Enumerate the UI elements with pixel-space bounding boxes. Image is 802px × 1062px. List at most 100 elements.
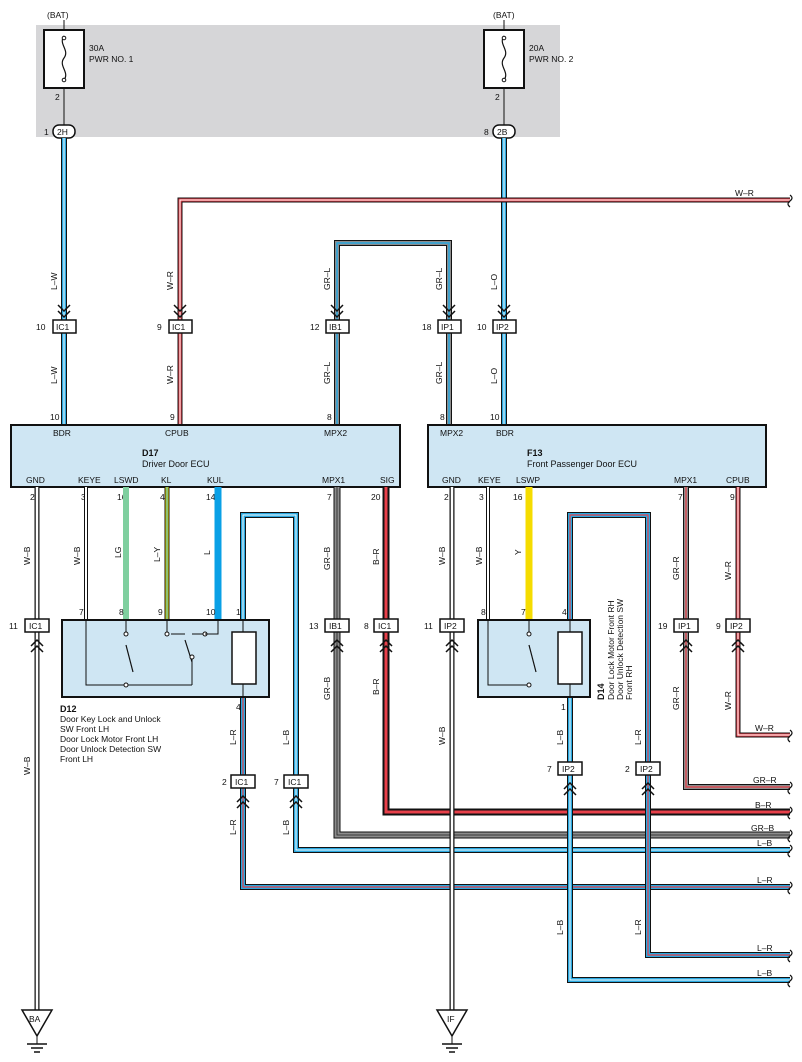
svg-text:KL: KL <box>161 475 172 485</box>
wire-label-gr-b-3: GR–B <box>751 823 774 833</box>
svg-text:4: 4 <box>562 607 567 617</box>
wire-label-w-b-1: W–B <box>22 546 32 565</box>
wire-l-b-d14 <box>567 697 790 983</box>
wire-label-gr-l-1: GR–L <box>322 268 332 290</box>
wire-l-r-d12 <box>240 697 790 890</box>
svg-text:IB1: IB1 <box>329 322 342 332</box>
fuse1-pin: 2 <box>55 92 60 102</box>
connector-ic1-low-a: IC1 2 <box>222 774 256 789</box>
pin-d17-bdr: 10 <box>50 412 60 422</box>
wire-label-l-o-1: L–O <box>489 274 499 290</box>
wire-gr-r <box>683 487 790 790</box>
svg-text:Front Passenger Door ECU: Front Passenger Door ECU <box>527 459 637 469</box>
svg-text:IP2: IP2 <box>640 764 653 774</box>
svg-text:IP2: IP2 <box>444 621 457 631</box>
svg-text:10: 10 <box>36 322 46 332</box>
svg-text:1: 1 <box>44 127 49 137</box>
svg-text:18: 18 <box>422 322 432 332</box>
connector-2h: 2H 1 <box>44 124 76 139</box>
wire-label-gr-r-2: GR–R <box>671 686 681 710</box>
wire-label-l-w-2: L–W <box>49 367 59 384</box>
wire-label-gr-b-1: GR–B <box>322 547 332 570</box>
svg-text:2: 2 <box>444 492 449 502</box>
svg-text:CPUB: CPUB <box>165 428 189 438</box>
svg-text:8: 8 <box>484 127 489 137</box>
svg-text:9: 9 <box>158 607 163 617</box>
svg-text:9: 9 <box>730 492 735 502</box>
fuse-1 <box>43 29 85 89</box>
wire-label-l-r-3: L–R <box>757 875 773 885</box>
svg-text:IC1: IC1 <box>29 621 43 631</box>
svg-text:11: 11 <box>9 621 18 631</box>
chevrons-top <box>57 304 511 319</box>
bat2-label: (BAT) <box>493 10 515 20</box>
pin-f13-mpx2: 8 <box>440 412 445 422</box>
wire-label-l-r-d14-1: L–R <box>633 729 643 745</box>
ground-ba: BA <box>20 1009 54 1053</box>
svg-text:IP2: IP2 <box>730 621 743 631</box>
svg-text:IP2: IP2 <box>562 764 575 774</box>
wire-label-l-r-1: L–R <box>228 729 238 745</box>
svg-text:14: 14 <box>206 492 216 502</box>
svg-text:BDR: BDR <box>496 428 514 438</box>
svg-text:IC1: IC1 <box>172 322 186 332</box>
svg-text:7: 7 <box>521 607 526 617</box>
wire-b-r <box>382 487 790 816</box>
svg-text:Driver Door ECU: Driver Door ECU <box>142 459 210 469</box>
svg-text:19: 19 <box>658 621 668 631</box>
svg-text:IP2: IP2 <box>496 322 509 332</box>
wire-l-b-d12 <box>240 512 790 853</box>
svg-text:2: 2 <box>222 777 227 787</box>
wire-label-l-r-d14-2: L–R <box>633 919 643 935</box>
wire-w-r-top <box>177 197 790 425</box>
svg-text:7: 7 <box>327 492 332 502</box>
svg-text:LSWP: LSWP <box>516 475 540 485</box>
wire-label-b-r-1: B–R <box>371 548 381 565</box>
wire-label-w-r-1: W–R <box>165 271 175 290</box>
d12-line-2: SW Front LH <box>60 724 109 734</box>
wire-label-gr-l-2: GR–L <box>434 268 444 290</box>
svg-text:1: 1 <box>561 702 566 712</box>
connector-ip2-mid-b: IP2 9 <box>716 618 751 633</box>
wire-label-w-b-f13-2: W–B <box>437 726 447 745</box>
svg-text:GND: GND <box>442 475 461 485</box>
svg-text:IP1: IP1 <box>441 322 454 332</box>
svg-text:IC1: IC1 <box>378 621 392 631</box>
svg-text:10: 10 <box>477 322 487 332</box>
wire-label-b-r-2: B–R <box>371 678 381 695</box>
svg-text:KEYE: KEYE <box>78 475 101 485</box>
wire-gr-b <box>333 487 790 839</box>
wire-label-l-r-2: L–R <box>228 819 238 835</box>
svg-text:8: 8 <box>481 607 486 617</box>
svg-text:1: 1 <box>236 607 241 617</box>
svg-text:20: 20 <box>371 492 381 502</box>
wire-label-w-b-keye: W–B <box>72 546 82 565</box>
wire-label-l-b-d14-1: L–B <box>555 730 565 745</box>
connector-ip1-top: IP1 18 <box>422 319 462 334</box>
svg-text:8: 8 <box>119 607 124 617</box>
connector-ic1-top-b: IC1 9 <box>157 319 193 334</box>
wire-label-l-b-3: L–B <box>757 838 772 848</box>
wire-label-l-o-2: L–O <box>489 368 499 384</box>
connector-2b: 2B 8 <box>484 124 516 139</box>
connector-ic1-top-a: IC1 10 <box>36 319 77 334</box>
svg-text:4: 4 <box>160 492 165 502</box>
svg-text:IP1: IP1 <box>678 621 691 631</box>
chevrons-low <box>236 781 655 809</box>
ground-if: IF <box>435 1009 469 1053</box>
wire-label-w-r-f13-2: W–R <box>723 691 733 710</box>
d12-id: D12 <box>60 704 77 714</box>
d12-line-5: Front LH <box>60 754 93 764</box>
connector-ip2-top: IP2 10 <box>477 319 517 334</box>
svg-text:8: 8 <box>364 621 369 631</box>
wire-label-l-b-2: L–B <box>281 820 291 835</box>
fuse1-name: PWR NO. 1 <box>89 54 134 64</box>
svg-text:CPUB: CPUB <box>726 475 750 485</box>
svg-text:BA: BA <box>29 1014 41 1024</box>
svg-text:IC1: IC1 <box>235 777 249 787</box>
connector-ip2-low-b: IP2 2 <box>625 761 661 776</box>
ecu-f13: MPX2 BDR F13 Front Passenger Door ECU GN… <box>427 424 767 488</box>
svg-text:SIG: SIG <box>380 475 395 485</box>
connector-ib1-mid: IB1 13 <box>309 618 350 633</box>
svg-text:7: 7 <box>79 607 84 617</box>
